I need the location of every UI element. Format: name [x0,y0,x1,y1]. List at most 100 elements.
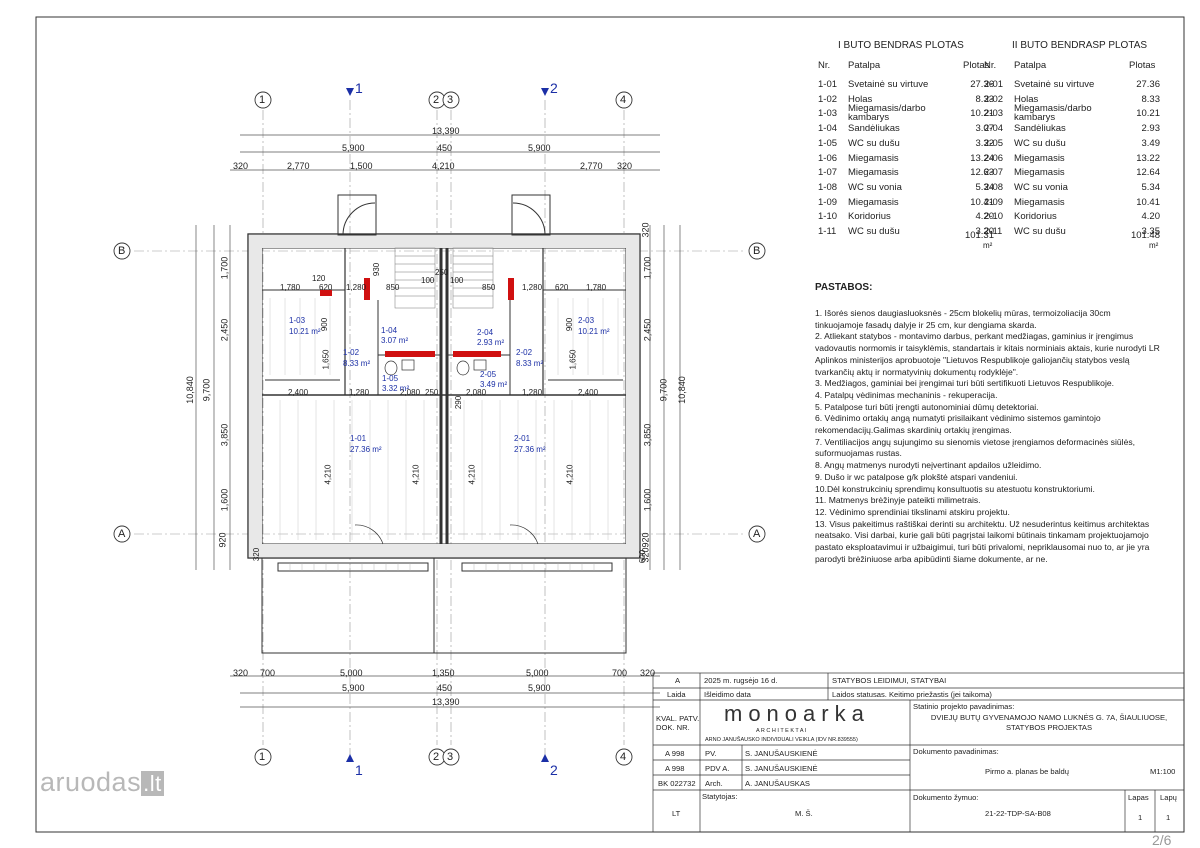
dim-int: 1,280 [522,283,543,292]
room-id: 1-05 [382,374,399,383]
table1-cell: Miegamasis [848,196,899,208]
table1-cell: 3.32 [975,137,995,149]
staff-role: PV. [705,749,717,758]
table1-cell: 4.20 [975,211,995,223]
table1-cell: Miegamasis [848,167,899,179]
dim-total-top: 13,390 [432,126,460,136]
note-item: 6. Vėdinimo ortakių angą numatyti prisil… [815,413,1101,436]
axis-label-top-3: 3 [447,94,454,106]
table1-cell: WC su dušu [848,226,900,237]
table1-cell: 3.07 [975,123,995,135]
dim-int: 120 [312,274,326,283]
company-sub: A R C H I T E K T A I [756,728,807,734]
table2-cell: 2-02 [984,93,1004,105]
axis-label-bottom-2: 2 [433,751,440,763]
dim-int: 1,280 [349,388,370,397]
room-area: 27.36 m² [514,445,546,454]
table2-unit: m² [1149,240,1159,250]
table2-cell: WC su vonia [1014,181,1068,193]
table2-cell: 3.35 [1141,226,1161,237]
axis-label-top-1: 1 [259,94,266,106]
table1-cell: Koridorius [848,211,891,223]
table2-cell: Miegamasis/darbo kambarys [1014,103,1092,124]
axis-label-top-4: 4 [620,94,627,106]
room-area: 10.21 m² [289,327,321,336]
dim-top-r3-0: 320 [233,161,249,171]
company-logo: monoarka [724,701,870,726]
dim-top-r2-2: 5,900 [528,143,551,153]
staff-dok: A 998 [665,764,685,773]
table1-header-name: Patalpa [848,60,881,71]
dim-bot-r2-0: 5,900 [342,683,365,693]
note-item: 11. Matmenys brėžinyje pateikti milimetr… [815,495,981,506]
axis-label-bottom-1: 1 [259,751,266,763]
dim-int: 620 [555,283,569,292]
dim-top-r3-1: 2,770 [287,161,310,171]
table2-cell: Miegamasis [1014,196,1065,208]
terrace-hatch [289,563,595,571]
table1-cell: 5.34 [975,181,995,193]
room-id: 1-01 [350,434,367,443]
terrace [261,557,627,654]
watermark-logo: aruodas.lt [40,767,164,798]
room-id: 1-04 [381,326,398,335]
table2-cell: 5.34 [1141,181,1161,193]
company-line: ARNO JANUŠAUSKO INDIVIDUALI VEIKLA (IDV … [705,737,858,743]
sheet-label: Lapas [1128,793,1149,802]
table2-cell: 2-08 [984,181,1004,193]
note-item: 2. Atliekant statybos - montavimo darbus… [815,331,1160,377]
watermark-tld: .lt [141,771,164,796]
sheets-label: Lapų [1160,793,1177,802]
table2-cell: 2-06 [984,152,1004,164]
table2-cell: Sandėliukas [1014,123,1066,135]
table1-cell: 1-02 [818,93,838,105]
table2-cell: 2-09 [984,196,1004,208]
issue-date-label: Išleidimo data [704,690,751,699]
table2-cell: Miegamasis [1014,152,1065,164]
table1-cell: WC su vonia [848,181,902,193]
staff-role: PDV A. [705,764,730,773]
doc-name-label: Dokumento pavadinimas: [913,747,999,756]
axis-label-right-A: A [753,528,761,540]
room-area: 10.21 m² [578,327,610,336]
fixtures [354,359,539,545]
sheets-count: 1 [1166,813,1171,822]
staff-dok: BK 022732 [658,779,696,788]
table1-cell: 1-08 [818,181,838,193]
table2-cell: 4.20 [1141,211,1161,223]
table1-cell: 3.20 [975,226,995,237]
table2-cell: 2-05 [984,137,1004,149]
room-id: 1-03 [289,316,306,325]
table2-total: 101.48 [1130,229,1160,241]
axis-bubbles [113,91,766,766]
scale: M1:100 [1150,767,1176,776]
table1-cell: 1-03 [818,108,838,120]
table1-cell: 1-06 [818,152,838,164]
room-area: 3.32 m² [382,384,410,393]
doc-name: Pirmo a. planas be baldų [985,767,1070,776]
dim-bot-r1-1: 700 [260,668,276,678]
note-item: 12. Vėdinimo sprendiniai tikslinami atsk… [815,506,1010,517]
dim-top-r3-2: 1,500 [350,161,373,171]
dim-int: 2,080 [466,388,487,397]
table2-header-nr: Nr. [984,60,997,71]
room-id: 1-02 [343,348,360,357]
room-area: 3.07 m² [381,336,409,345]
dim-int: 1,280 [346,283,367,292]
client-label: Statytojas: [702,792,738,801]
table1-cell: Sandėliukas [848,123,900,135]
table2-cell: 10.21 [1136,108,1160,120]
dim-bot-r1-2: 5,000 [340,668,363,678]
room-id: 2-01 [514,434,531,443]
sheet-number: 1 [1138,813,1143,822]
status-label: Laidos statusas. Keitimo priežastis (jei… [832,690,992,699]
laida-label: Laida [667,690,686,699]
table1-cell: 12.63 [970,167,994,179]
dim-int: 1,780 [586,283,607,292]
note-item: 10.Dėl konstrukcinių sprendimų konsultuo… [815,483,1095,494]
table1-cell: 1-10 [818,211,838,223]
dim-int: 850 [482,283,496,292]
entrances [337,194,551,236]
